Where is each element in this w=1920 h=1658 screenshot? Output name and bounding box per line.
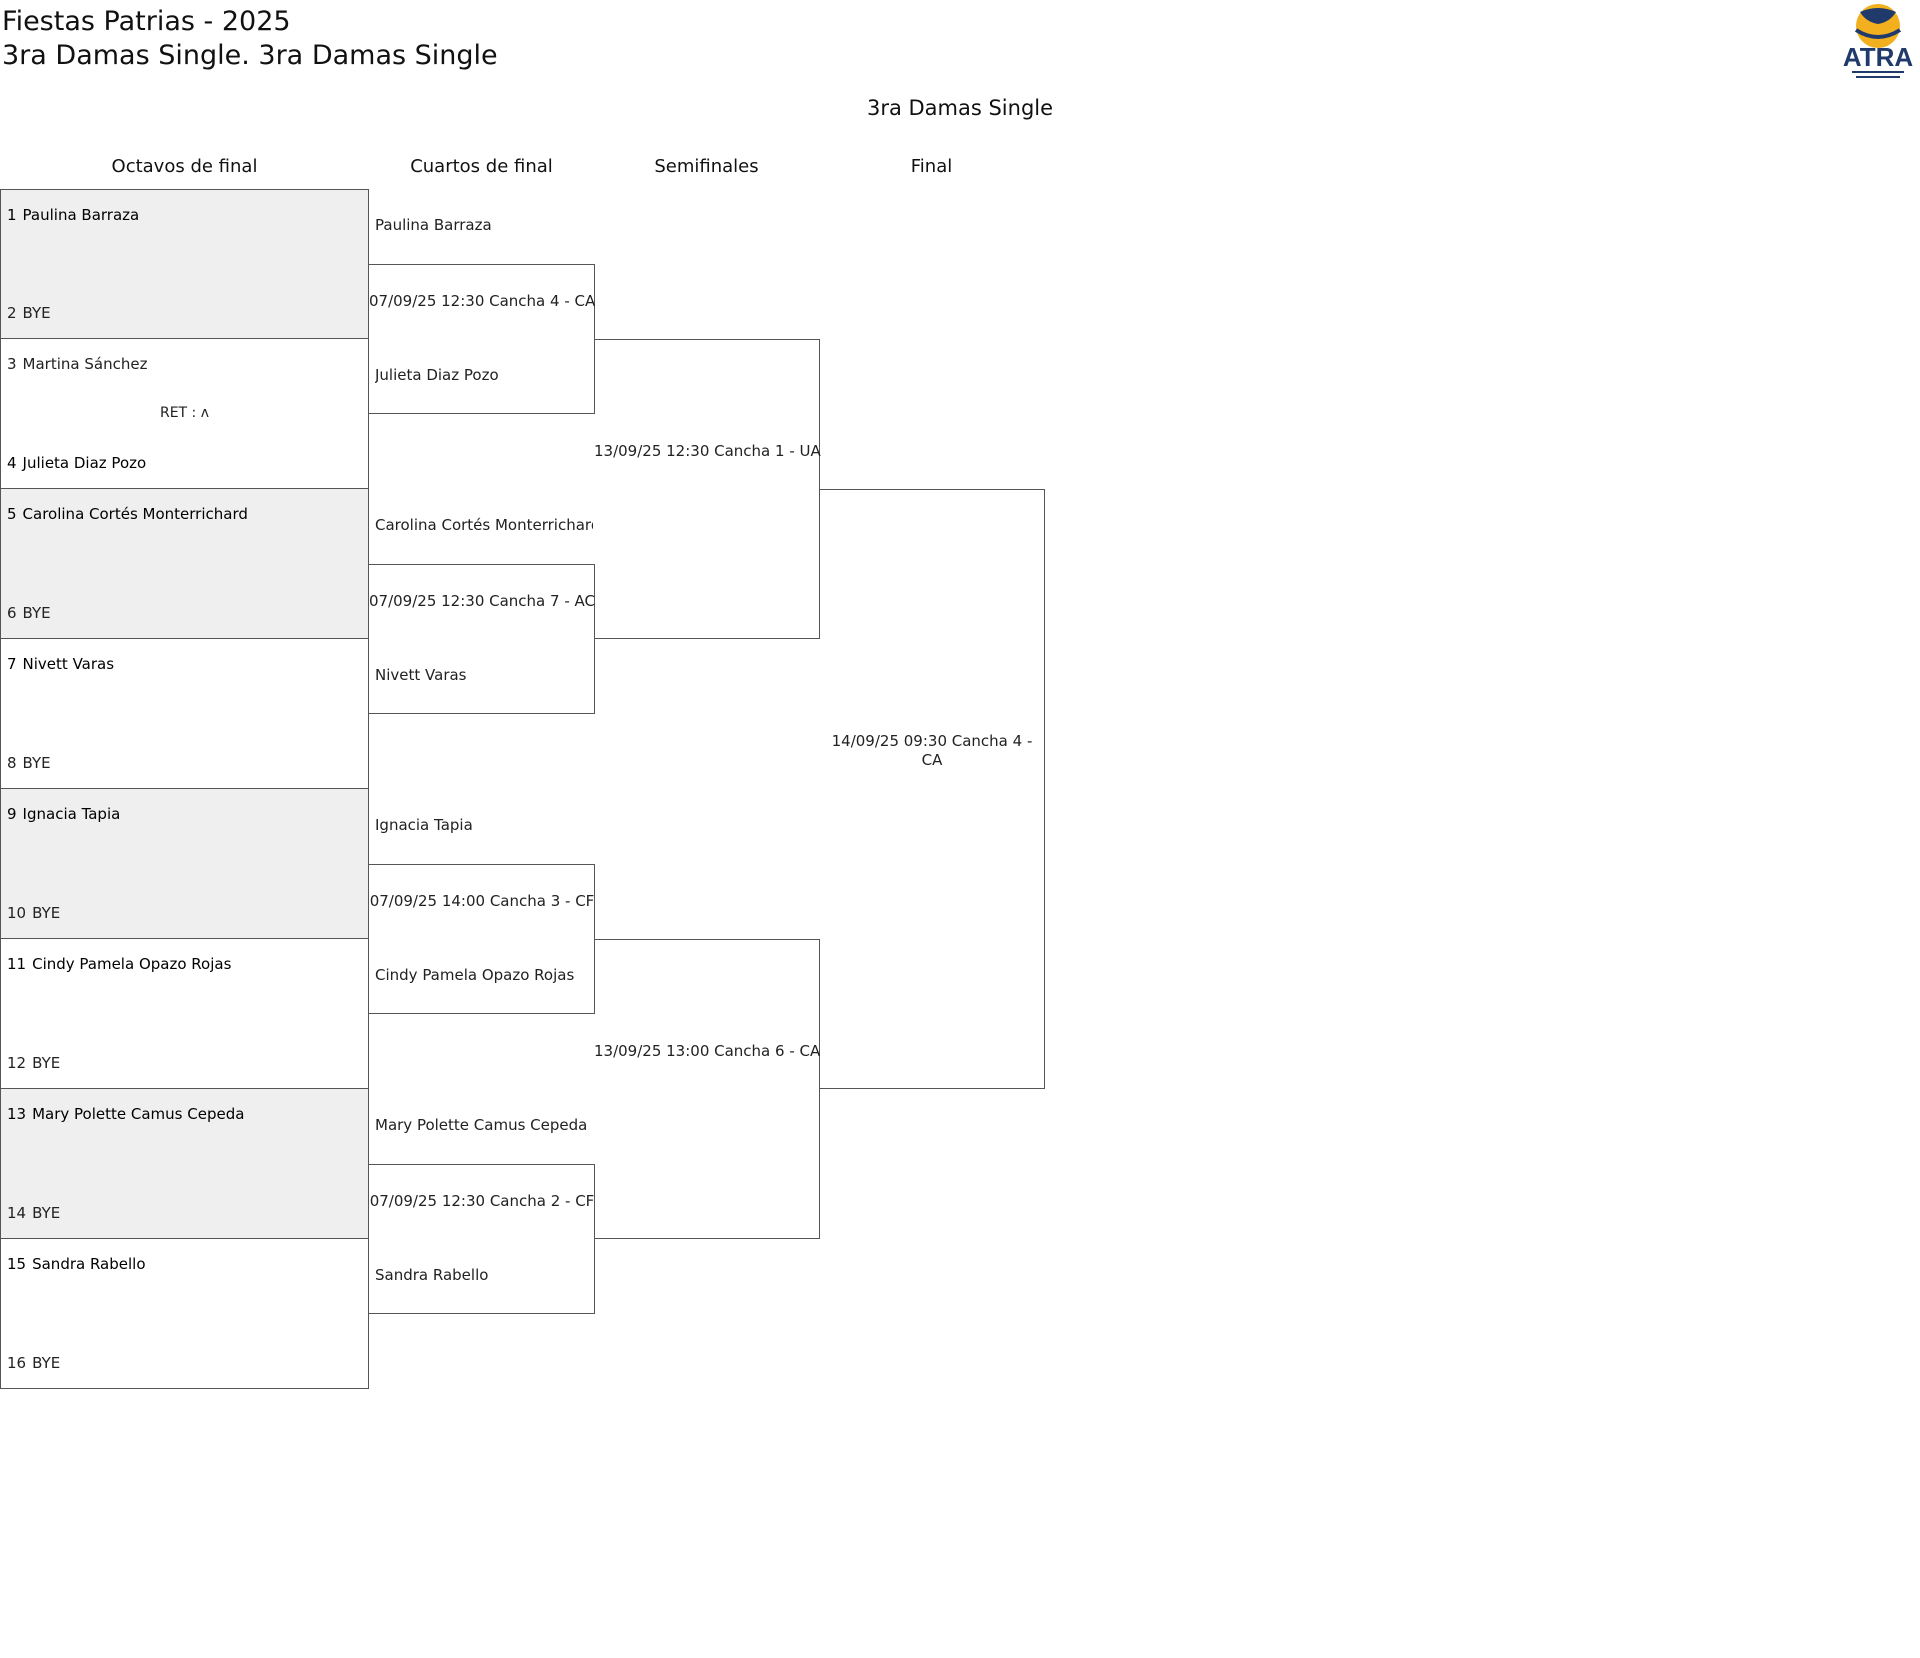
player-name: BYE — [32, 904, 61, 922]
cuartos-player: Carolina Cortés Monterrichard — [375, 516, 593, 534]
cuartos-connector-3 — [369, 864, 595, 1014]
cuartos-match-info: 07/09/25 14:00 Cancha 3 - CF — [369, 892, 595, 910]
octavos-match-7: 13 Mary Polette Camus Cepeda 14 BYE — [0, 1089, 369, 1239]
player-slot: 13 Mary Polette Camus Cepeda — [7, 1105, 244, 1123]
player-slot: 10 BYE — [7, 904, 60, 922]
cuartos-match-info: 07/09/25 12:30 Cancha 2 - CF — [369, 1192, 595, 1210]
player-name: Mary Polette Camus Cepeda — [32, 1105, 245, 1123]
seed-number: 11 — [7, 955, 27, 973]
atra-logo: ATRA — [1843, 4, 1914, 78]
cuartos-player: Julieta Diaz Pozo — [375, 366, 499, 384]
player-name: Julieta Diaz Pozo — [22, 454, 147, 472]
player-name: BYE — [32, 1204, 61, 1222]
octavos-match-4: 7 Nivett Varas 8 BYE — [0, 639, 369, 789]
category-title: 3ra Damas Single. 3ra Damas Single — [2, 40, 498, 71]
round-header-final: Final — [910, 156, 953, 177]
semifinal-match-info: 13/09/25 12:30 Cancha 1 - UA — [594, 442, 821, 460]
seed-number: 15 — [7, 1255, 27, 1273]
match-result-note: RET : ʌ — [159, 405, 210, 421]
cuartos-match-info: 07/09/25 12:30 Cancha 4 - CA — [369, 292, 596, 310]
seed-number: 6 — [7, 604, 17, 622]
player-name: Cindy Pamela Opazo Rojas — [32, 955, 232, 973]
round-header-semifinales: Semifinales — [654, 156, 759, 177]
seed-number: 12 — [7, 1054, 27, 1072]
seed-number: 7 — [7, 655, 17, 673]
seed-number: 4 — [7, 454, 17, 472]
logo-text: ATRA — [1843, 42, 1914, 72]
player-slot: 7 Nivett Varas — [7, 655, 114, 673]
player-slot: 4 Julieta Diaz Pozo — [7, 454, 146, 472]
cuartos-player: Nivett Varas — [375, 666, 467, 684]
seed-number: 3 — [7, 355, 17, 373]
octavos-match-2: 3 Martina Sánchez RET : ʌ 4 Julieta Diaz P… — [0, 339, 369, 489]
player-name: Sandra Rabello — [32, 1255, 146, 1273]
octavos-match-3: 5 Carolina Cortés Monterrichard 6 BYE — [0, 489, 369, 639]
player-name: BYE — [32, 1354, 61, 1372]
player-slot: 5 Carolina Cortés Monterrichard — [7, 505, 248, 523]
semifinal-match-info: 13/09/25 13:00 Cancha 6 - CA — [594, 1042, 821, 1060]
seed-number: 8 — [7, 754, 17, 772]
player-name: Ignacia Tapia — [22, 805, 121, 823]
cuartos-connector-1 — [369, 264, 595, 414]
player-slot: 1 Paulina Barraza — [7, 206, 139, 224]
bracket-title: 3ra Damas Single — [866, 96, 1054, 120]
seed-number: 13 — [7, 1105, 27, 1123]
player-slot: 11 Cindy Pamela Opazo Rojas — [7, 955, 231, 973]
seed-number: 5 — [7, 505, 17, 523]
player-name: Paulina Barraza — [22, 206, 140, 224]
player-name: BYE — [22, 754, 51, 772]
player-slot: 14 BYE — [7, 1204, 60, 1222]
player-name: BYE — [22, 304, 51, 322]
octavos-match-8: 15 Sandra Rabello 16 BYE — [0, 1239, 369, 1389]
seed-number: 10 — [7, 904, 27, 922]
cuartos-player: Paulina Barraza — [375, 216, 492, 234]
tournament-title: Fiestas Patrias - 2025 — [2, 6, 291, 37]
final-connector — [819, 489, 1045, 1089]
player-name: Martina Sánchez — [22, 355, 148, 373]
cuartos-match-info: 07/09/25 12:30 Cancha 7 - AC — [369, 592, 595, 610]
octavos-match-1: 1 Paulina Barraza 2 BYE — [0, 189, 369, 339]
cuartos-player: Sandra Rabello — [375, 1266, 489, 1284]
player-slot: 12 BYE — [7, 1054, 60, 1072]
octavos-match-5: 9 Ignacia Tapia 10 BYE — [0, 789, 369, 939]
seed-number: 1 — [7, 206, 17, 224]
seed-number: 9 — [7, 805, 17, 823]
player-name: Carolina Cortés Monterrichard — [22, 505, 248, 523]
player-slot: 15 Sandra Rabello — [7, 1255, 146, 1273]
cuartos-player: Cindy Pamela Opazo Rojas — [375, 966, 575, 984]
octavos-match-6: 11 Cindy Pamela Opazo Rojas 12 BYE — [0, 939, 369, 1089]
seed-number: 2 — [7, 304, 17, 322]
cuartos-player: Ignacia Tapia — [375, 816, 473, 834]
player-name: Nivett Varas — [22, 655, 115, 673]
player-slot: 6 BYE — [7, 604, 51, 622]
cuartos-player: Mary Polette Camus Cepeda — [375, 1116, 588, 1134]
player-slot: 9 Ignacia Tapia — [7, 805, 120, 823]
semifinal-connector-1 — [594, 339, 820, 639]
player-slot: 16 BYE — [7, 1354, 60, 1372]
round-header-octavos: Octavos de final — [111, 156, 258, 177]
cuartos-connector-2 — [369, 564, 595, 714]
cuartos-connector-4 — [369, 1164, 595, 1314]
player-slot: 2 BYE — [7, 304, 51, 322]
player-name: BYE — [32, 1054, 61, 1072]
round-header-cuartos: Cuartos de final — [410, 156, 553, 177]
player-slot: 8 BYE — [7, 754, 51, 772]
semifinal-connector-2 — [594, 939, 820, 1239]
player-name: BYE — [22, 604, 51, 622]
seed-number: 14 — [7, 1204, 27, 1222]
final-match-info: 14/09/25 09:30 Cancha 4 - CA — [831, 732, 1033, 769]
player-slot: 3 Martina Sánchez — [7, 355, 147, 373]
seed-number: 16 — [7, 1354, 27, 1372]
